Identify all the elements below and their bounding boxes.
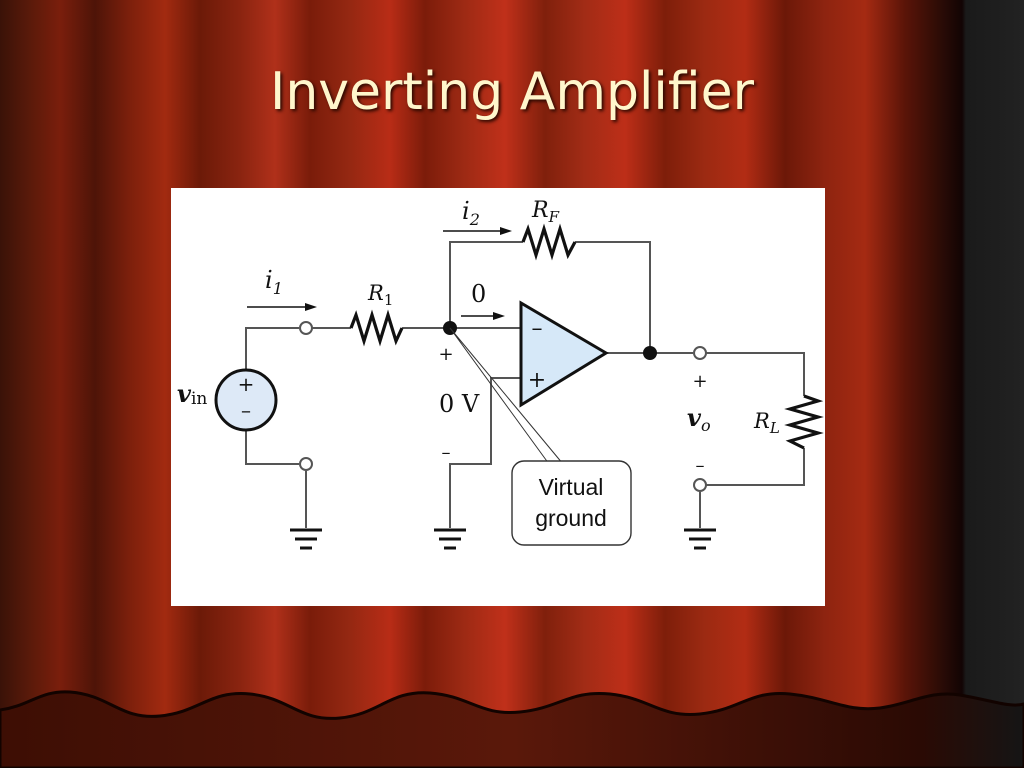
label-r1: R1 xyxy=(367,281,393,309)
output-plus-sign: + xyxy=(692,371,707,392)
output-terminal-top xyxy=(693,346,707,360)
wires xyxy=(245,241,805,528)
opamp-inverting-sign: – xyxy=(532,316,543,341)
wire-source-bottom xyxy=(245,428,299,465)
label-rf: RF xyxy=(531,198,560,226)
input-terminal-bottom xyxy=(299,457,313,471)
ground-icon-opamp xyxy=(434,528,466,550)
opamp-noninverting-sign: + xyxy=(528,368,546,393)
resistor-rf xyxy=(521,223,577,261)
arrow-i1 xyxy=(247,303,317,311)
label-zero-current: 0 xyxy=(471,280,486,308)
label-rl: RL xyxy=(753,409,780,437)
label-zero-volts: 0 V xyxy=(439,390,480,418)
callout-box xyxy=(511,460,632,546)
circuit-figure: + – – + xyxy=(171,188,825,606)
label-vin: vin xyxy=(177,379,207,409)
resistor-rl xyxy=(784,394,824,450)
label-i1: i1 xyxy=(265,266,283,298)
input-terminal-top xyxy=(299,321,313,335)
node-minus-sign: – xyxy=(442,442,451,463)
circuit-diagram: + – – + xyxy=(177,197,824,550)
wire-feedback-left xyxy=(449,241,523,328)
label-i2: i2 xyxy=(462,197,480,229)
opamp-icon xyxy=(519,300,609,408)
wire-source-top xyxy=(245,327,299,373)
resistor-r1 xyxy=(349,309,404,347)
arrow-i2 xyxy=(443,227,512,235)
arrow-zero-current xyxy=(461,312,505,320)
slide-title: Inverting Amplifier xyxy=(269,62,755,122)
node-plus-sign: + xyxy=(438,344,453,365)
source-plus-sign: + xyxy=(238,372,255,396)
callout-line-1: Virtual xyxy=(539,474,604,500)
label-vo: vo xyxy=(687,403,711,435)
ground-icon-output xyxy=(684,528,716,550)
ground-icon-input xyxy=(290,528,322,550)
voltage-source-icon xyxy=(214,368,278,432)
callout-line-2: ground xyxy=(535,505,607,531)
wire-feedback-right xyxy=(575,241,651,353)
wire-output-to-rl xyxy=(706,352,805,396)
source-minus-sign: – xyxy=(241,398,251,422)
output-minus-sign: – xyxy=(696,455,705,476)
wire-noninverting-ground xyxy=(449,377,521,528)
wire-rl-return xyxy=(706,448,805,486)
output-node-dot xyxy=(643,346,657,360)
virtual-ground-callout: Virtual ground xyxy=(449,327,632,546)
output-terminal-bottom xyxy=(693,478,707,492)
